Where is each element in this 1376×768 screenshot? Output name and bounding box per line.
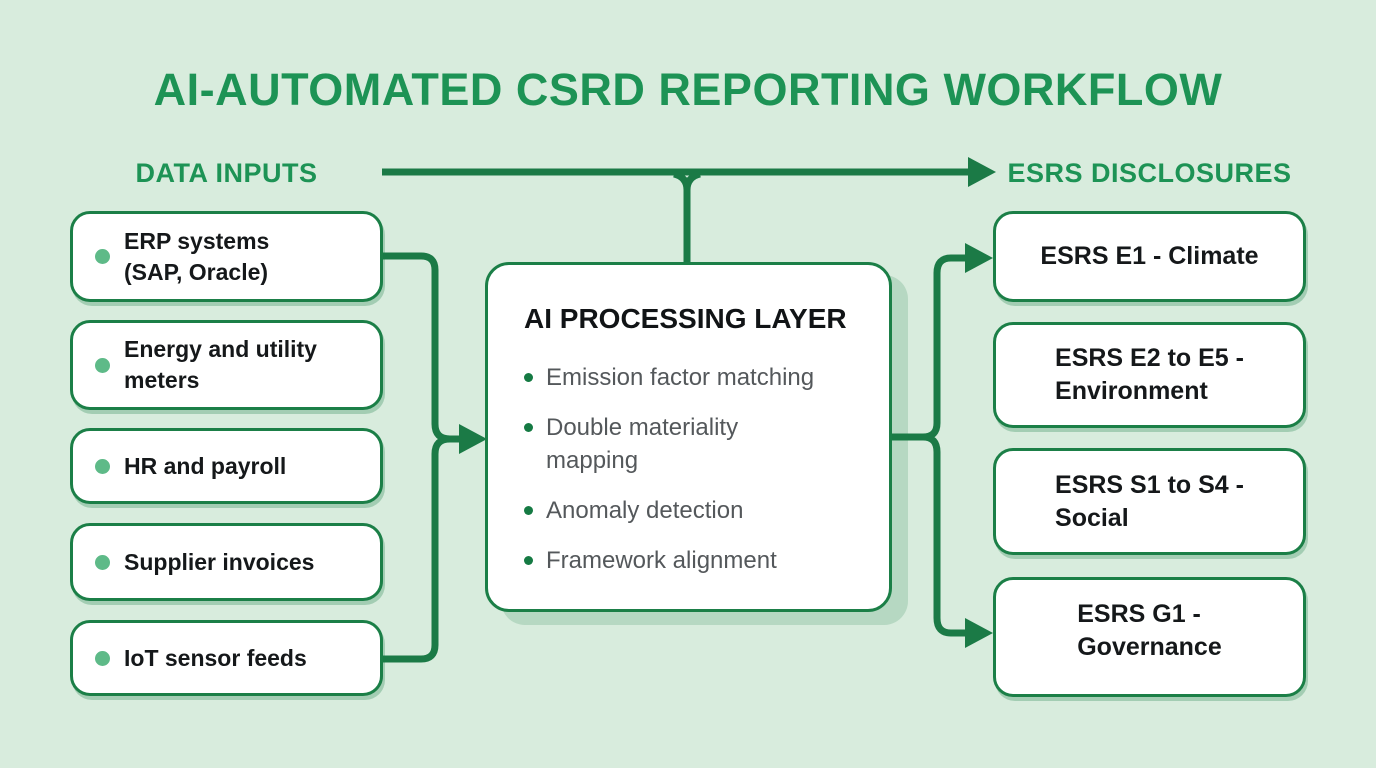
input-box-label: HR and payroll [124,452,287,479]
ai-processing-item: Framework alignment [524,544,859,577]
inputs-merge-connector-bottom [383,435,464,663]
bullet-dot-icon [524,556,533,565]
ai-processing-layer-title: AI PROCESSING LAYER [524,303,847,334]
ai-processing-item-label: Anomaly detection [546,497,744,524]
bullet-dot-icon [524,506,533,515]
disclosure-box-label: ESRS G1 - Governance [1077,600,1222,661]
arrowhead-icon [965,243,993,273]
outputs-split-connector-bottom [891,433,965,637]
page-title: AI-AUTOMATED CSRD REPORTING WORKFLOW [153,64,1223,115]
bullet-dot-icon [95,357,110,373]
bullet-dot-icon [524,373,533,382]
input-box-label: ERP systems (SAP, Oracle) [124,227,270,285]
bullet-dot-icon [95,650,110,666]
outputs-split-connector-top [891,254,965,441]
bullet-dot-icon [524,423,533,432]
input-box-hr-payroll: HR and payroll [70,428,383,504]
bullet-dot-icon [95,554,110,570]
input-box-erp-systems: ERP systems (SAP, Oracle) [70,211,383,302]
input-box-supplier-invoices: Supplier invoices [70,523,383,601]
inputs-merge-connector-top [383,252,464,443]
data-inputs-heading: DATA INPUTS [135,158,318,188]
esrs-disclosures-heading: ESRS DISCLOSURES [1007,158,1292,188]
input-box-label: Energy and utility meters [124,336,317,393]
disclosure-box-esrs-g1-governance: ESRS G1 - Governance [993,577,1306,697]
bullet-dot-icon [95,249,110,264]
disclosure-box-esrs-e2-e5-environment: ESRS E2 to E5 - Environment [993,322,1306,428]
ai-processing-item: Double materiality mapping [524,411,859,477]
arrowhead-icon [965,618,993,648]
ai-processing-item-label: Double materiality mapping [546,414,739,474]
input-box-label: IoT sensor feeds [124,644,307,671]
disclosure-box-esrs-s1-s4-social: ESRS S1 to S4 - Social [993,448,1306,555]
ai-processing-item: Emission factor matching [524,361,859,394]
arrowhead-icon [459,424,487,454]
disclosure-box-label: ESRS S1 to S4 - Social [1055,470,1244,532]
ai-processing-item: Anomaly detection [524,494,859,527]
arrowhead-icon [968,157,996,187]
disclosure-box-label: ESRS E2 to E5 - Environment [1055,344,1244,405]
input-box-energy-meters: Energy and utility meters [70,320,383,410]
bullet-dot-icon [95,458,110,474]
ai-processing-layer-box: AI PROCESSING LAYER Emission factor matc… [485,262,892,612]
input-box-label: Supplier invoices [124,548,315,575]
disclosure-box-esrs-e1-climate: ESRS E1 - Climate [993,211,1306,302]
center-drop-line [673,170,701,262]
disclosure-box-label: ESRS E1 - Climate [1040,242,1259,270]
input-box-iot-sensor-feeds: IoT sensor feeds [70,620,383,696]
ai-processing-item-label: Emission factor matching [546,364,815,391]
ai-processing-item-label: Framework alignment [546,547,777,574]
